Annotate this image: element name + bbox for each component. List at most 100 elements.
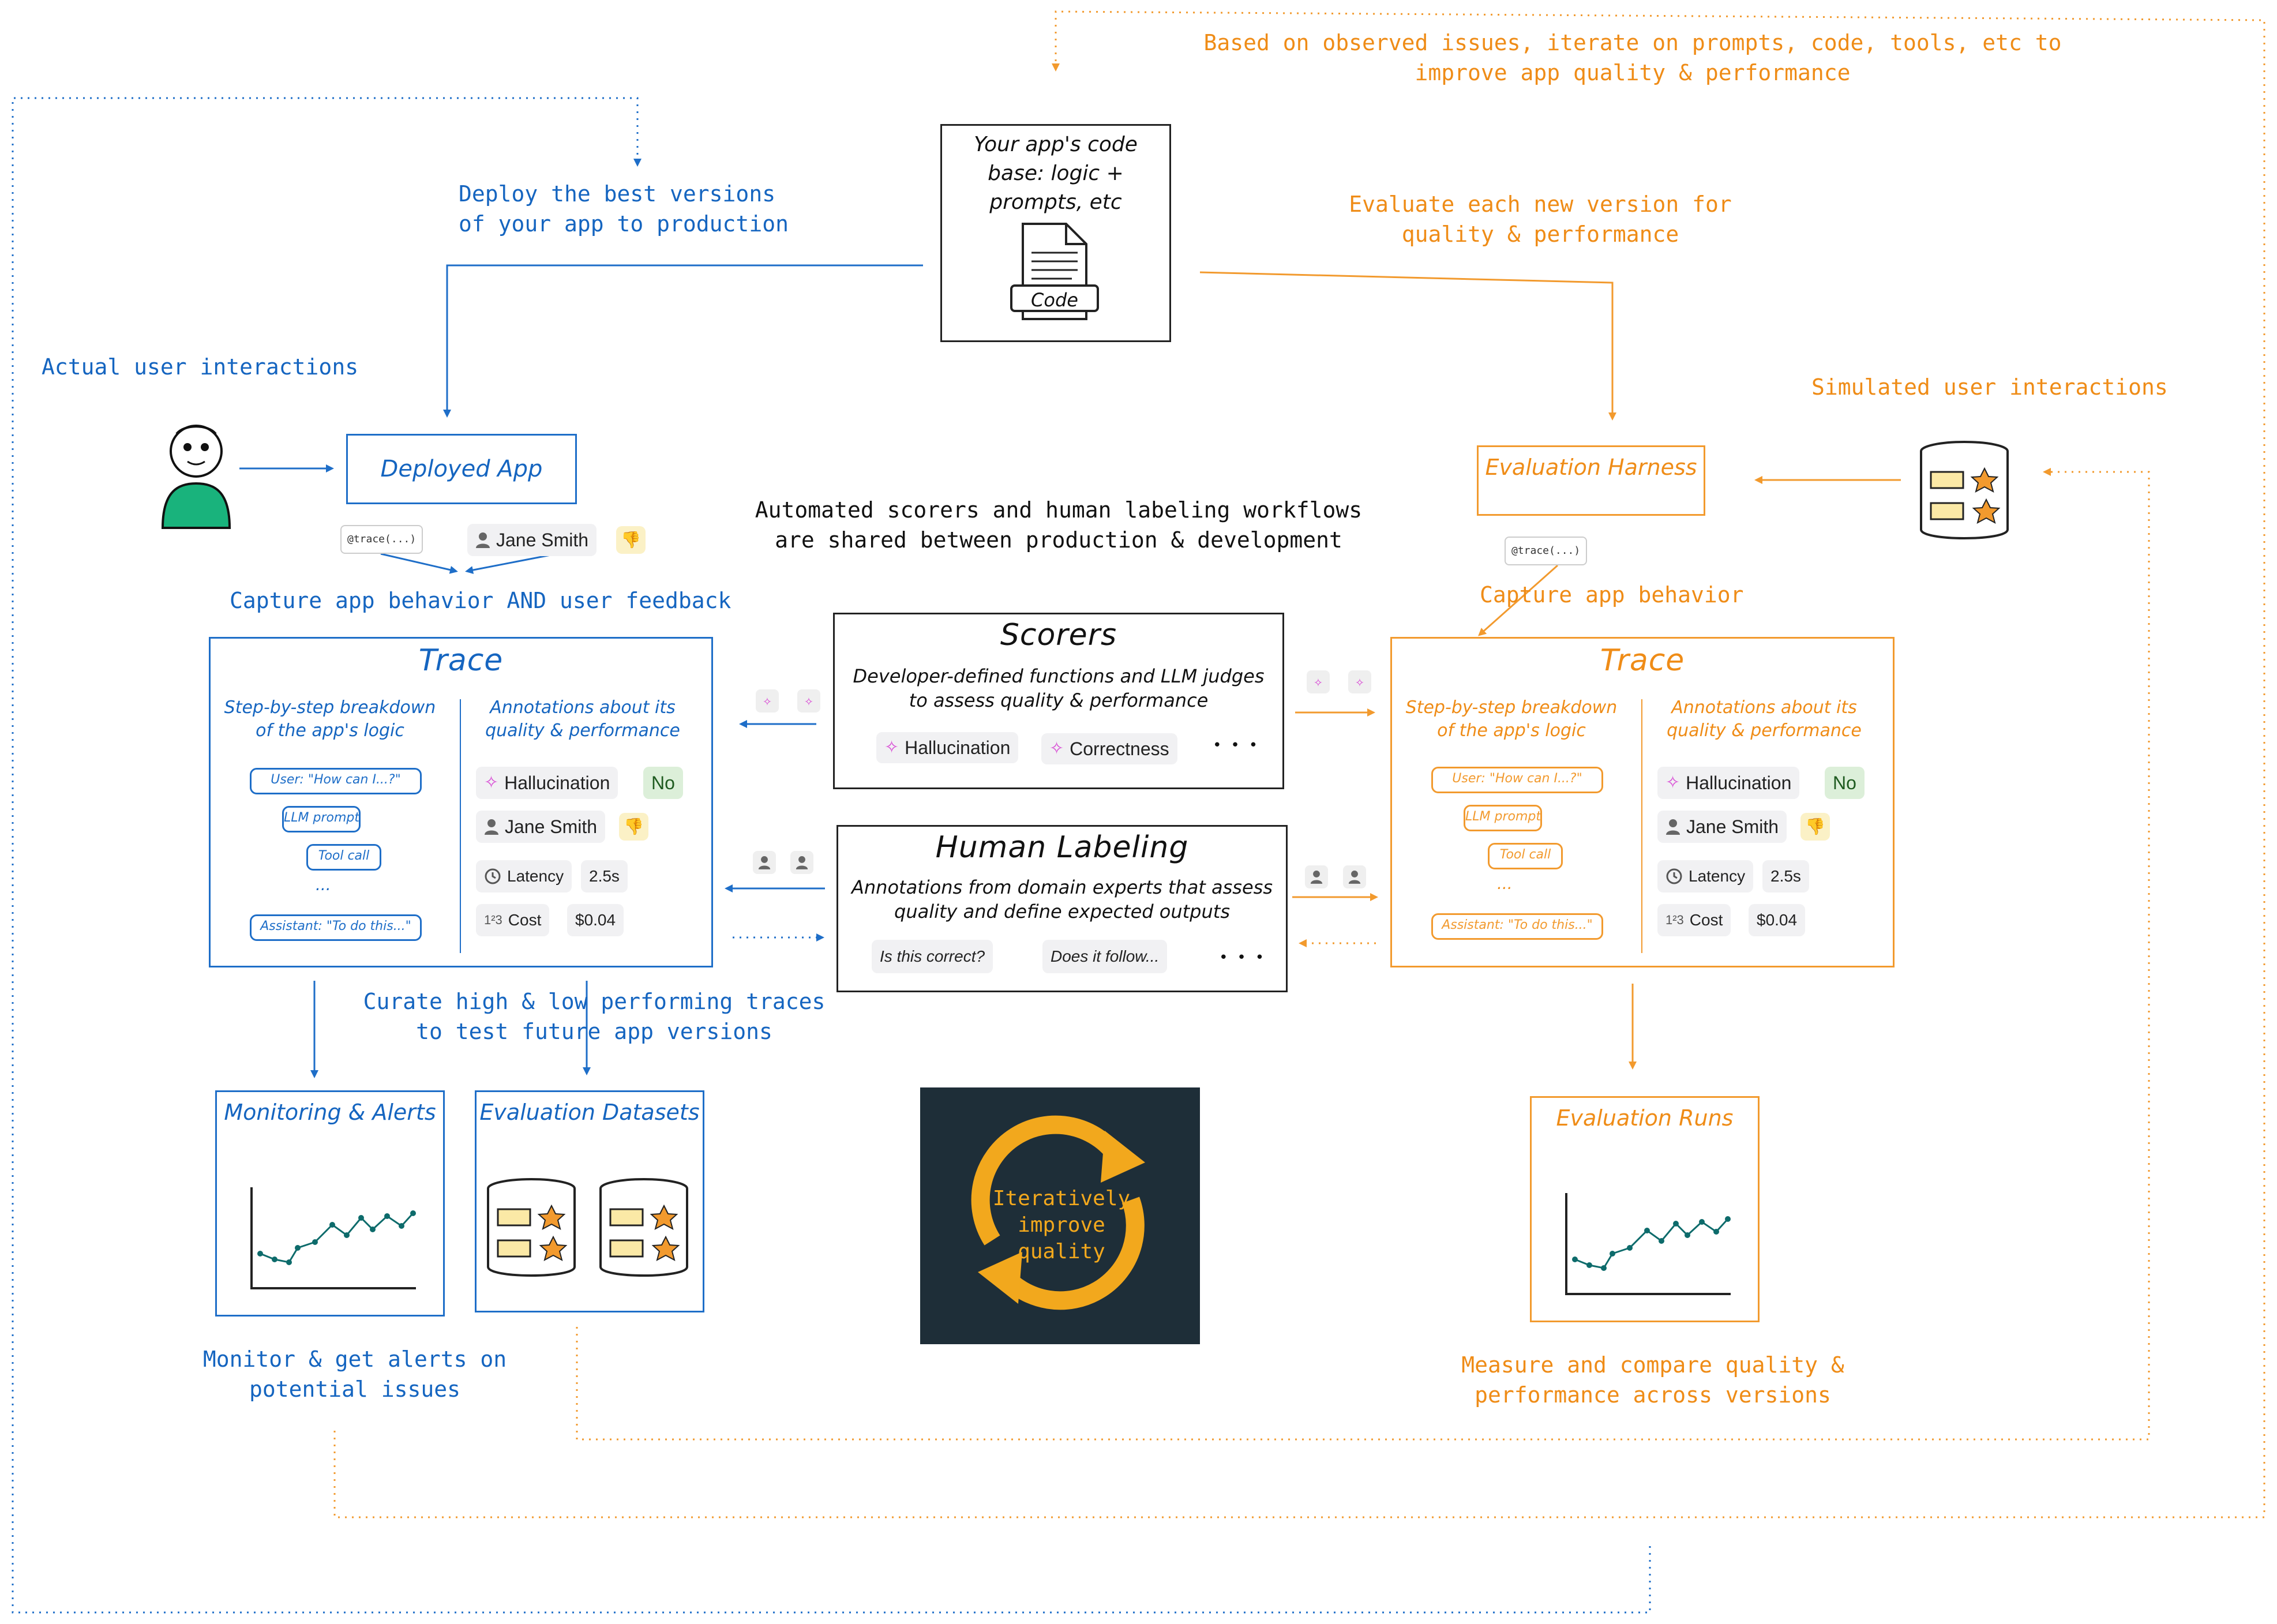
label-capture-feedback: Capture app behavior AND user feedback [230, 588, 732, 613]
annotation-cost: 1²3 Cost [476, 904, 550, 936]
trace-step-tool: Tool call [1488, 843, 1563, 869]
scorers-title: Scorers [1000, 618, 1117, 652]
monitoring-alerts-label: Monitoring & Alerts [224, 1100, 436, 1125]
annotation-latency-value: 2.5s [581, 860, 628, 892]
person-icon [485, 819, 498, 835]
person-icon [753, 851, 776, 874]
trace-step-user: User: "How can I...?" [250, 768, 422, 794]
trace-title-right: Trace [1600, 643, 1685, 678]
label-actual-users: Actual user interactions [42, 354, 359, 380]
database-icon [599, 1178, 688, 1277]
trace-left-heading: Step-by-step breakdown of the app's logi… [1405, 697, 1618, 741]
trace-step-llm: LLM prompt [282, 806, 361, 832]
sparkle-icon: ✧ [884, 738, 899, 757]
label-deploy: Deploy the best versions of your app to … [459, 181, 789, 237]
number-icon: 1²3 [484, 913, 502, 927]
user-feedback-tag: Jane Smith [467, 524, 597, 556]
thumbs-down-icon: 👎 [616, 526, 646, 554]
person-icon [1343, 865, 1366, 888]
trace-left-heading: Step-by-step breakdown of the app's logi… [224, 697, 436, 741]
label-capture-behavior: Capture app behavior [1480, 582, 1744, 607]
monitoring-alerts-box[interactable]: Monitoring & Alerts [215, 1090, 445, 1317]
iterate-loop-text: Iteratively improve quality [992, 1187, 1131, 1263]
hallucination-label: Hallucination [504, 772, 610, 793]
thumbs-down-icon: 👎 [619, 813, 648, 841]
label-top-iterate: Based on observed issues, iterate on pro… [1203, 30, 2062, 85]
annotation-hallucination: ✧ Hallucination [1657, 767, 1800, 799]
human-labeling-more: • • • [1219, 949, 1265, 966]
annotation-hallucination: ✧Hallucination [476, 767, 618, 799]
database-icon [1920, 441, 2009, 539]
clock-icon [485, 868, 501, 884]
annotation-hallucination-value: No [643, 767, 683, 799]
human-labeling-box[interactable]: Human Labeling Annotations from domain e… [836, 825, 1288, 992]
evaluation-datasets-box[interactable]: Evaluation Datasets [475, 1090, 704, 1312]
person-icon [1666, 819, 1680, 835]
annotation-user-name: Jane Smith [1686, 816, 1779, 837]
person-icon [1305, 865, 1328, 888]
annotation-latency: Latency [476, 860, 572, 892]
label-question-correct: Is this correct? [872, 940, 993, 973]
deployed-app-box[interactable]: Deployed App [346, 434, 577, 504]
line-chart-icon [250, 1187, 416, 1289]
annotation-user-name: Jane Smith [505, 816, 598, 837]
code-to-harness [1199, 271, 1616, 421]
human-labeling-desc: Annotations from domain experts that ass… [851, 876, 1273, 922]
scorer-correctness-label: Correctness [1070, 738, 1169, 759]
code-file-label: Code [1031, 289, 1078, 311]
clock-icon [1666, 868, 1682, 884]
person-icon [790, 851, 813, 874]
cycle-arrows-icon [971, 1115, 1145, 1310]
iterate-loop-panel: Iteratively improve quality [920, 1087, 1200, 1344]
trace-box-right[interactable]: Trace Step-by-step breakdown of the app'… [1390, 637, 1895, 967]
hallucination-label: Hallucination [1686, 772, 1792, 793]
document-icon [1010, 223, 1099, 320]
evaluation-runs-box[interactable]: Evaluation Runs [1530, 1096, 1760, 1322]
annotation-cost: 1²3 Cost [1657, 904, 1731, 936]
trace-step-ellipsis: ... [1497, 874, 1513, 893]
scorer-correctness: ✧ Correctness [1041, 733, 1177, 764]
user-avatar-icon [161, 425, 231, 529]
label-curate: Curate high & low performing traces to t… [363, 989, 826, 1044]
trace-title-left: Trace [418, 643, 504, 678]
annotation-latency: Latency [1657, 860, 1754, 892]
scorers-more: • • • [1213, 737, 1258, 754]
cost-label: Cost [1689, 911, 1723, 929]
trace-step-assistant: Assistant: "To do this..." [250, 914, 422, 941]
annotation-cost-value: $0.04 [1749, 904, 1806, 936]
trace-right-heading: Annotations about its quality & performa… [485, 697, 680, 741]
codebase-box: Your app's code base: logic + prompts, e… [940, 124, 1171, 342]
trace-box-left[interactable]: Trace Step-by-step breakdown of the app'… [209, 637, 713, 967]
person-icon [476, 532, 490, 548]
trace-divider [1641, 699, 1642, 953]
trace-divider [460, 699, 461, 953]
label-simulated-users: Simulated user interactions [1811, 374, 2168, 400]
sparkle-icon: ✧ [1307, 670, 1330, 693]
trace-step-assistant: Assistant: "To do this..." [1431, 913, 1603, 940]
sparkle-icon: ✧ [1665, 773, 1680, 792]
number-icon: 1²3 [1665, 913, 1684, 927]
annotation-user: Jane Smith [1657, 811, 1787, 843]
scorers-box[interactable]: Scorers Developer-defined functions and … [833, 613, 1284, 789]
label-shared: Automated scorers and human labeling wor… [755, 497, 1363, 553]
datasets-to-simulated [576, 468, 2150, 1441]
trace-right-heading: Annotations about its quality & performa… [1667, 697, 1862, 741]
evaluation-harness-label: Evaluation Harness [1485, 455, 1697, 480]
scorer-hallucination-label: Hallucination [905, 737, 1011, 758]
evaluation-datasets-label: Evaluation Datasets [479, 1100, 700, 1125]
code-to-deployed [443, 264, 923, 418]
codebase-text: Your app's code base: logic + prompts, e… [974, 133, 1138, 214]
annotation-cost-value: $0.04 [567, 904, 624, 936]
sparkle-icon: ✧ [1049, 739, 1064, 758]
sparkle-icon: ✧ [1348, 670, 1371, 693]
annotation-hallucination-value: No [1825, 767, 1865, 799]
trace-step-tool: Tool call [306, 844, 381, 871]
evaluation-harness-box[interactable]: Evaluation Harness [1477, 445, 1705, 516]
sparkle-icon: ✧ [797, 689, 820, 712]
annotation-user: Jane Smith [476, 811, 606, 843]
annotation-latency-value: 2.5s [1762, 860, 1809, 892]
harness-trace-chip: @trace(...) [1505, 537, 1588, 565]
latency-label: Latency [1689, 867, 1746, 885]
line-chart-icon [1565, 1193, 1731, 1295]
